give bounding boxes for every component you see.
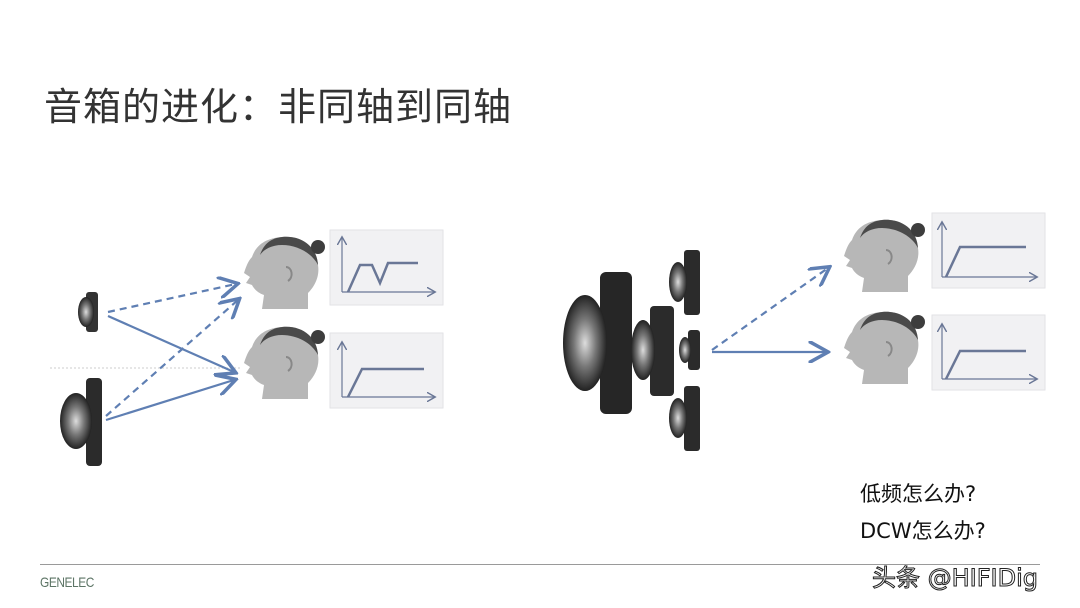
coaxial-woofer <box>563 272 632 414</box>
graph-flat-left <box>329 332 444 409</box>
graph-flat-right-bottom <box>931 314 1046 391</box>
question-low-frequency: 低频怎么办? <box>860 482 977 506</box>
footer-divider <box>40 564 1040 565</box>
head-bottom-right <box>843 310 926 385</box>
head-top-left <box>243 235 326 310</box>
head-top-right <box>843 218 926 293</box>
coaxial-mid <box>631 306 674 396</box>
arrows-left <box>105 284 238 422</box>
graph-notch-left <box>329 229 444 306</box>
question-dcw: DCW怎么办? <box>860 519 986 543</box>
woofer-left <box>60 378 102 466</box>
head-bottom-left <box>243 325 326 400</box>
graph-flat-right-top <box>931 212 1046 289</box>
small-tweeter-left <box>78 292 98 332</box>
watermark: 头条 @HIFIDig <box>871 564 1039 593</box>
genelec-logo: GENELEC <box>40 574 94 590</box>
arrows-right <box>711 268 828 352</box>
coaxial-tweeters <box>669 250 700 451</box>
slide-title: 音箱的进化：非同轴到同轴 <box>44 85 513 129</box>
